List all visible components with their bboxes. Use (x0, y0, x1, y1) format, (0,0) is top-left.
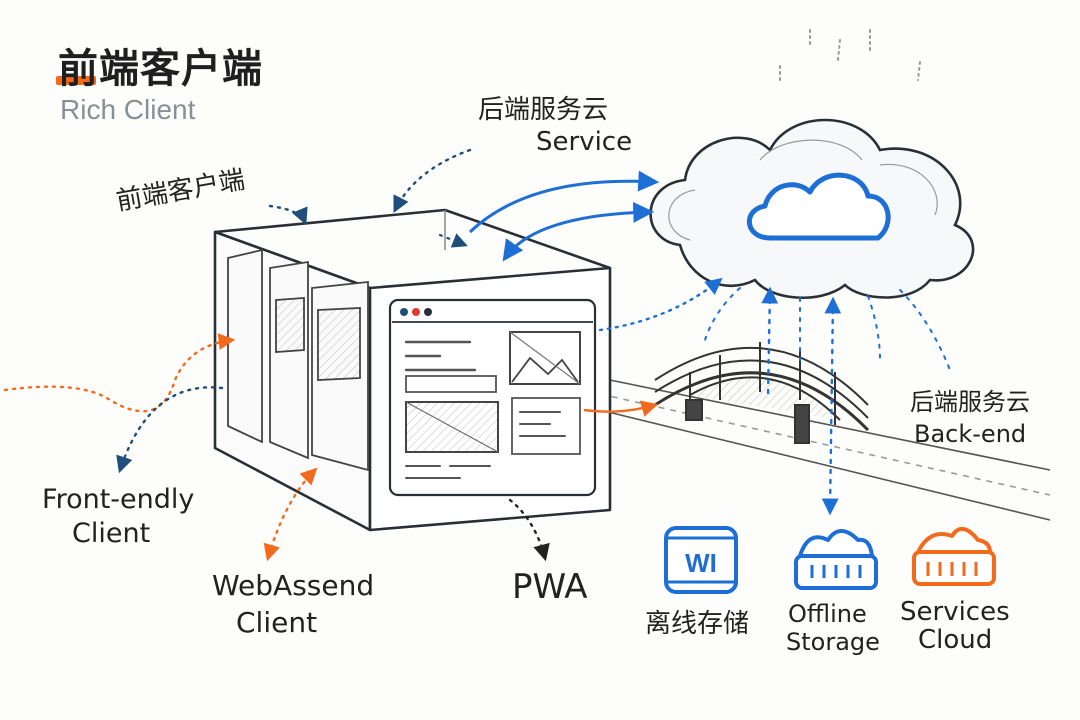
backend-cloud (649, 118, 975, 300)
label-offline-storage-cn: 离线存储 (645, 609, 749, 639)
label-webassend-1: WebAssend (212, 569, 374, 602)
storage-icon (794, 529, 878, 590)
database-icon-glyph: WI (685, 548, 717, 578)
label-backend-en: Back-end (914, 420, 1026, 448)
arrow-window-to-bridge (583, 400, 659, 417)
label-services-cloud-2: Cloud (918, 625, 992, 655)
arrow-cloud-bridge-1 (761, 286, 779, 397)
label-service-en: Service (536, 127, 632, 157)
label-pwa: PWA (512, 567, 588, 607)
arrow-service-to-box (393, 148, 472, 214)
page-subtitle: Rich Client (60, 94, 196, 125)
label-frontend-cn: 前端客户端 (114, 165, 247, 217)
database-icon: WI (664, 526, 738, 594)
arrow-inner-service (438, 233, 468, 248)
arrow-cloud-storage (821, 296, 842, 516)
arrow-box-to-cloud (468, 170, 660, 234)
arrow-box-to-webassend (263, 467, 318, 562)
label-backend-cn: 后端服务云 (910, 388, 1030, 416)
window-dot-3 (424, 308, 432, 316)
cloud-icon (746, 172, 891, 241)
window-dot-1 (400, 308, 408, 316)
bridge (654, 342, 870, 444)
label-frontendly-2: Client (72, 518, 150, 549)
label-frontendly-1: Front-endly (42, 484, 194, 515)
arrow-orange-into-box (3, 333, 236, 413)
title-underline (56, 76, 96, 85)
cloud-drip-2 (867, 295, 881, 361)
label-webassend-2: Client (236, 606, 317, 639)
cloud-rain-dots (779, 29, 921, 85)
arrow-frontend-to-box (268, 204, 308, 226)
arrow-box-to-frontendly (116, 386, 224, 474)
services-cloud-icon (912, 527, 996, 586)
cloud-drip-4 (704, 287, 741, 341)
cloud-drip-3 (899, 289, 951, 371)
arrow-sync-box-cloud (502, 201, 655, 262)
arrow-box-front-to-cloud (598, 277, 723, 332)
label-service-cn: 后端服务云 (478, 95, 608, 125)
arrow-box-to-pwa (508, 498, 550, 562)
label-offline-storage-1: Offline (788, 600, 867, 628)
stacked-screens (227, 248, 369, 472)
window-dot-2 (412, 308, 420, 316)
page-title: 前端客户端 (58, 46, 263, 92)
label-offline-storage-2: Storage (786, 628, 880, 656)
browser-window (388, 298, 597, 497)
label-services-cloud-1: Services (900, 597, 1010, 627)
